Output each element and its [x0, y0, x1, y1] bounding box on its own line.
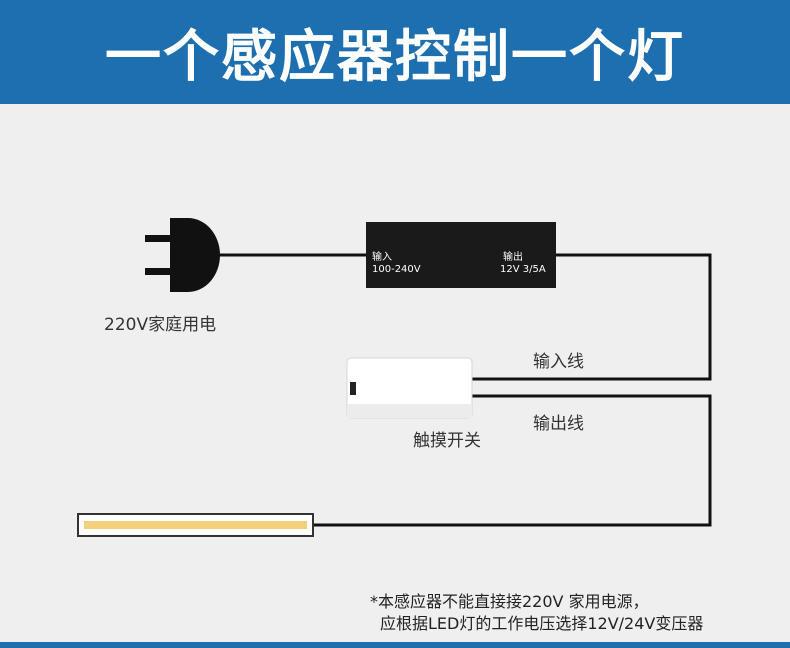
output-wire-label: 输出线: [533, 414, 584, 434]
plug-label: 220V家庭用电: [104, 315, 217, 335]
power-adapter-box: [366, 222, 556, 288]
led-strip: [77, 513, 314, 537]
bottom-bar: [0, 642, 790, 648]
adapter-output-value: 12V 3/5A: [500, 264, 546, 275]
page-title: 一个感应器控制一个灯: [105, 24, 685, 90]
adapter-input-value: 100-240V: [372, 264, 421, 275]
adapter-input-label: 输入: [372, 252, 392, 263]
output-wire: [313, 394, 712, 527]
plug-icon: [145, 218, 220, 292]
warning-note-line1: *本感应器不能直接接220V 家用电源，: [370, 592, 649, 611]
adapter-output-label: 输出: [503, 252, 523, 263]
warning-note-line2: 应根据LED灯的工作电压选择12V/24V变压器: [380, 614, 704, 633]
input-wire-label: 输入线: [533, 352, 584, 372]
header-banner: 一个感应器控制一个灯: [0, 0, 790, 104]
touch-switch-device: [346, 357, 473, 419]
switch-label: 触摸开关: [413, 431, 481, 451]
wiring-svg: [77, 218, 712, 537]
input-wire: [466, 253, 712, 381]
wiring-diagram: 220V家庭用电 输入 100-240V 输出 12V 3/5A 输入线 输出线…: [0, 104, 790, 648]
